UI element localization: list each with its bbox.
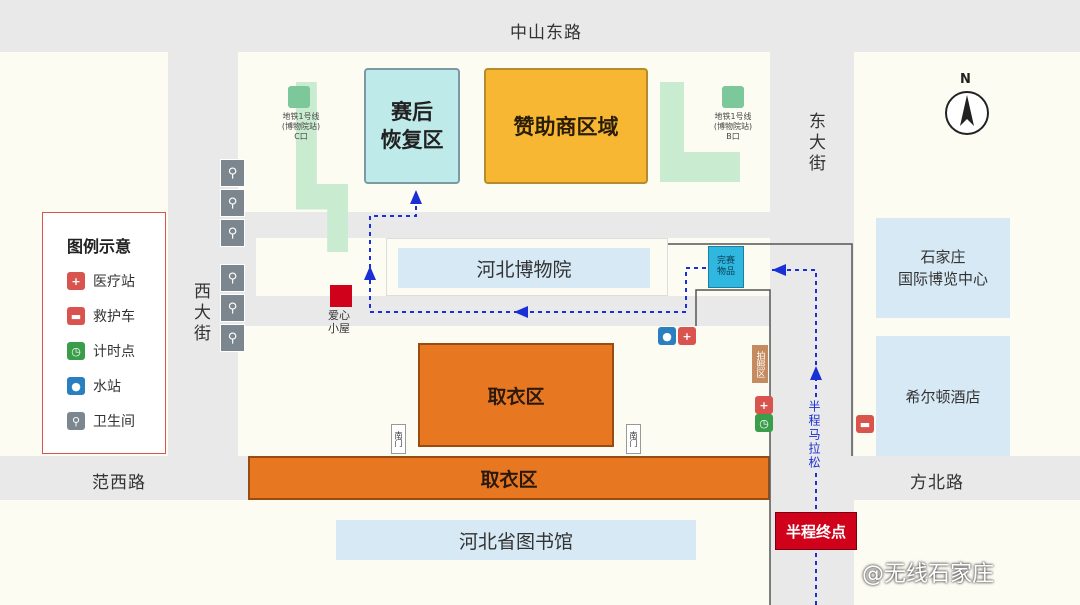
water-station-icon: ●	[658, 327, 676, 345]
metro-c-exit-icon	[288, 86, 310, 108]
medical-station-icon: +	[67, 272, 85, 290]
metro-b-exit-label: B口	[726, 132, 740, 141]
medical-station-icon: +	[755, 396, 773, 414]
restroom-icon: ⚲	[220, 264, 245, 292]
inner-road-top	[238, 212, 770, 238]
zhongshan-east-road	[0, 0, 1080, 52]
metro-c-exit-label: C口	[294, 132, 308, 141]
love-house-icon	[330, 285, 352, 307]
route-arrow-up	[810, 366, 822, 380]
walk-arrow-up	[410, 190, 422, 204]
west-block-south	[0, 500, 168, 605]
restroom-icon: ⚲	[220, 219, 245, 247]
legend-items: + 医疗站 ▬ 救护车 ◷ 计时点 ● 水站 ⚲ 卫生间	[67, 270, 165, 432]
sponsor-zone: 赞助商区域	[484, 68, 648, 184]
half-finish-banner: 半程终点	[775, 512, 857, 550]
restroom-icon: ⚲	[220, 324, 245, 352]
recovery-zone-label: 赛后 恢复区	[380, 100, 444, 152]
inner-road-mid	[238, 296, 770, 326]
timing-point-icon: ◷	[755, 414, 773, 432]
ambulance-icon: ▬	[67, 307, 85, 325]
hilton-hotel: 希尔顿酒店	[876, 336, 1010, 456]
route-arrow-left	[772, 264, 786, 276]
map-legend: 图例示意 + 医疗站 ▬ 救护车 ◷ 计时点 ● 水站 ⚲ 卫生间	[42, 212, 166, 454]
restroom-icon: ⚲	[220, 159, 245, 187]
legend-title: 图例示意	[67, 237, 132, 256]
clothing-pickup-lower: 取衣区	[248, 456, 770, 500]
restroom-icon: ⚲	[220, 294, 245, 322]
half-finish-label: 半程终点	[785, 522, 846, 541]
finisher-supplies-label: 完赛 物品	[716, 256, 735, 277]
legend-item: ▬ 救护车	[67, 305, 165, 327]
metro-b-exit-line: 地铁1号线	[714, 112, 752, 121]
legend-item-label: 救护车	[93, 309, 135, 325]
metro-c-exit-station: (博物院站)	[281, 122, 321, 131]
legend-item-label: 水站	[93, 379, 121, 395]
west-street	[168, 52, 238, 456]
water-station-icon: ●	[67, 377, 85, 395]
recovery-zone: 赛后 恢复区	[364, 68, 460, 184]
legend-item-label: 医疗站	[93, 274, 135, 290]
timing-point-icon: ◷	[67, 342, 85, 360]
legend-item-label: 计时点	[93, 344, 135, 360]
metro-b-exit-station: (博物院站)	[713, 122, 753, 131]
road-label-bottom-right: 方北路	[910, 473, 964, 493]
road-label-west: 西大街	[190, 282, 210, 345]
walk-arrow-left	[514, 306, 528, 318]
legend-item: ● 水站	[67, 375, 165, 397]
half-marathon-route-label: 半程马拉松	[806, 400, 823, 470]
road-label-bottom-left: 范西路	[92, 473, 146, 493]
metro-b-exit-icon	[722, 86, 744, 108]
legend-item-label: 卫生间	[93, 414, 135, 430]
route-outline-inner	[695, 289, 771, 605]
hebei-library: 河北省图书馆	[336, 520, 696, 560]
north-label: N	[960, 72, 971, 87]
walk-arrow-up-left	[364, 266, 376, 280]
walk-route	[369, 192, 706, 313]
south-gate-left: 南门	[391, 424, 406, 454]
legend-item: ⚲ 卫生间	[67, 410, 165, 432]
legend-item: ◷ 计时点	[67, 340, 165, 362]
road-label-east: 东大街	[805, 112, 825, 175]
restroom-icon: ⚲	[220, 189, 245, 217]
clothing-pickup-upper: 取衣区	[418, 343, 614, 447]
finisher-supplies: 完赛 物品	[708, 246, 744, 288]
restroom-icon: ⚲	[67, 412, 85, 430]
expo-center-block: 石家庄 国际博览中心	[876, 218, 1010, 318]
hebei-museum: 河北博物院	[398, 248, 650, 288]
legend-item: + 医疗站	[67, 270, 165, 292]
north-arrow-icon	[945, 91, 989, 135]
watermark: @无线石家庄	[862, 562, 995, 587]
love-house-label: 爱心 小屋	[328, 309, 350, 335]
ambulance-icon: ▬	[856, 415, 874, 433]
south-gate-right: 南门	[626, 424, 641, 454]
expo-center-label: 石家庄 国际博览中心	[897, 248, 988, 288]
road-label-top: 中山东路	[510, 23, 582, 43]
photo-area: 拍照区	[752, 345, 768, 383]
metro-c-exit-line: 地铁1号线	[282, 112, 320, 121]
sponsor-zone-label: 赞助商区域	[513, 115, 619, 139]
east-street	[770, 52, 854, 456]
route-outline	[668, 243, 853, 456]
photo-area-label: 拍照区	[754, 350, 765, 378]
medical-station-icon: +	[678, 327, 696, 345]
